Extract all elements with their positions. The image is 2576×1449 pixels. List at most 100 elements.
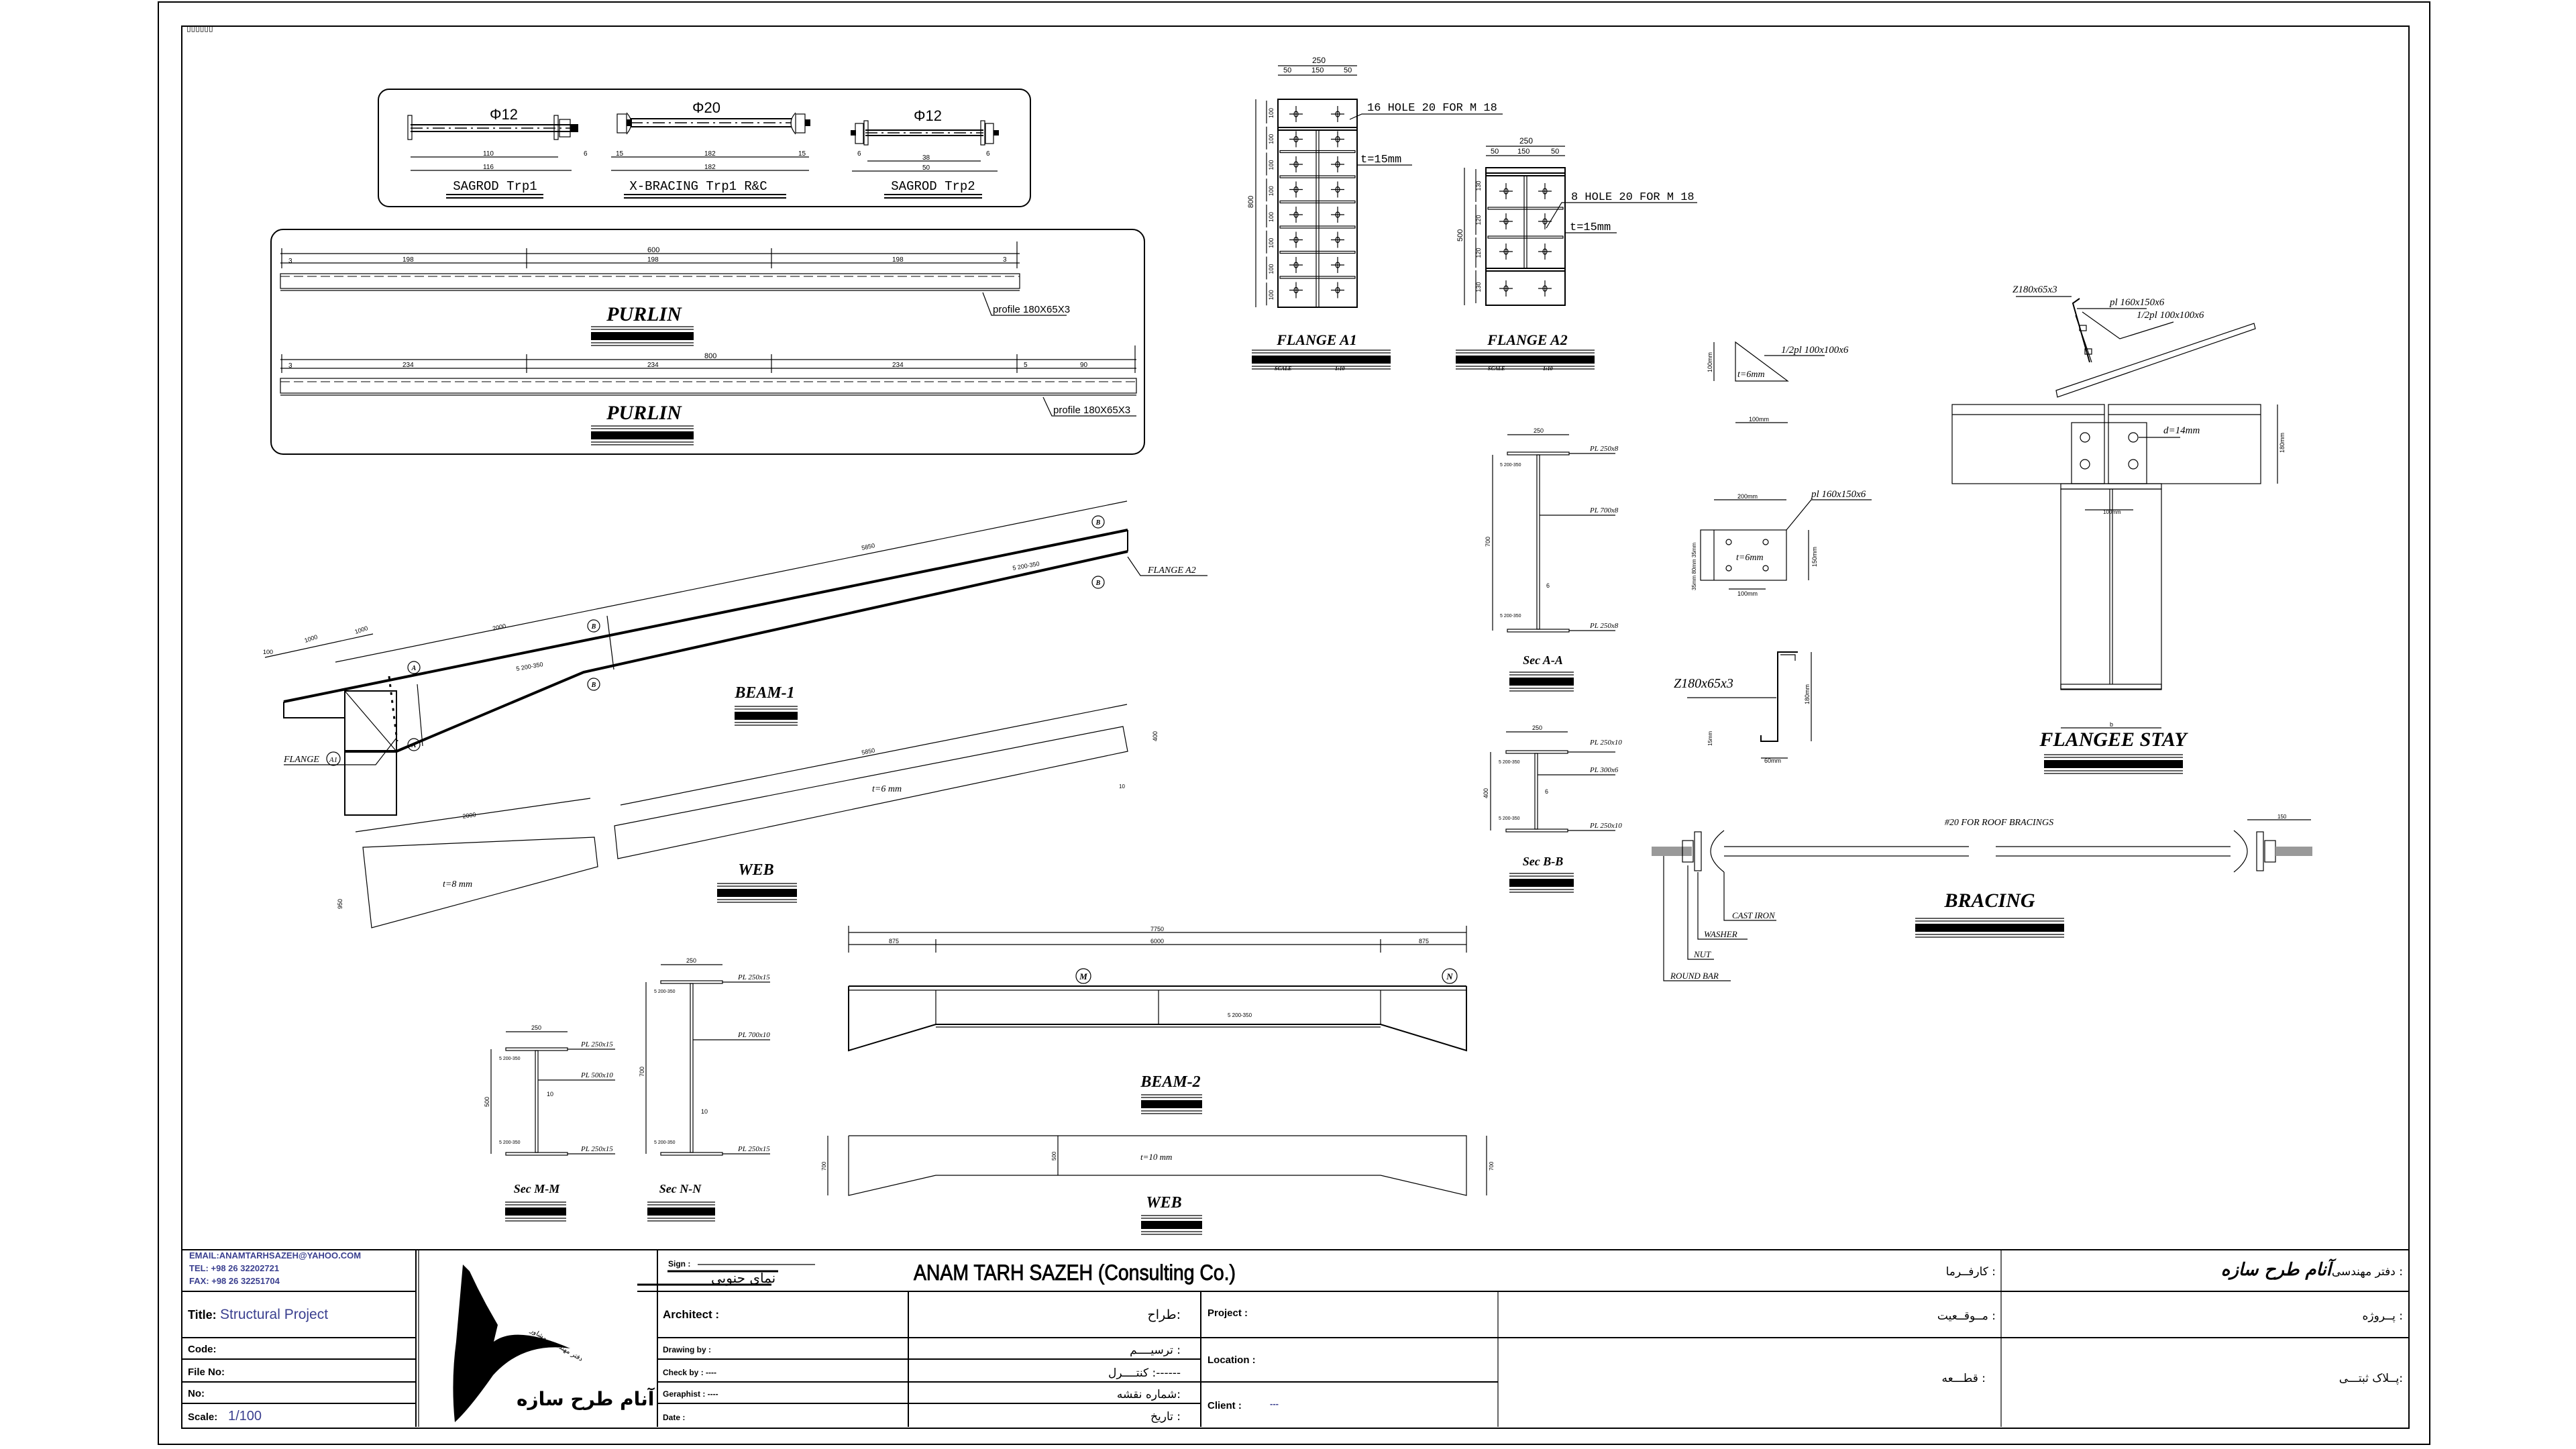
dim: 38 xyxy=(922,154,930,162)
client-label: Client : xyxy=(1208,1400,1242,1411)
dim: 250 xyxy=(686,957,696,964)
connection-plate-detail: t=6mm 200mm pl 160x150x6 150mm 100mm 35m… xyxy=(1691,489,1872,597)
sec-mm-web-plate: PL 500x10 xyxy=(580,1071,613,1079)
fa-location: مــوقــعیت : xyxy=(1937,1309,1996,1323)
fa-office-name: آنام طرح سازه xyxy=(2221,1258,2337,1280)
section-n-n: 250 700 10 5 200-350 5 200-350 PL 250x15… xyxy=(639,957,770,1195)
dim: 200mm xyxy=(1737,493,1758,500)
title-underline-bar xyxy=(735,712,798,720)
weld-symbol: 5 200-350 xyxy=(1500,463,1521,468)
sec-aa-bottom-plate: PL 250x8 xyxy=(1589,622,1619,630)
client-value: --- xyxy=(1270,1399,1279,1409)
dim: 15mm xyxy=(1707,731,1713,746)
washer-label: WASHER xyxy=(1704,929,1737,939)
sagrod1-diameter: Φ12 xyxy=(490,106,518,123)
bolt-hole xyxy=(1503,188,1509,195)
section-mark-label: A xyxy=(411,665,417,672)
dim: 500 xyxy=(484,1097,490,1107)
web1-thickness-large: t=6 mm xyxy=(872,784,902,794)
sec-aa-top-plate: PL 250x8 xyxy=(1589,445,1619,453)
flange-a2-thickness: t=15mm xyxy=(1570,221,1611,234)
stiffener xyxy=(1487,207,1564,210)
flange-a1-tag: A1 xyxy=(329,756,337,764)
dim: 250 xyxy=(1519,136,1533,146)
dim: 500 xyxy=(1456,229,1464,241)
bolt-hole xyxy=(1335,136,1340,143)
fax: FAX: +98 26 32251704 xyxy=(189,1276,280,1286)
fa-designer: طراح: xyxy=(1147,1307,1181,1322)
fa-date: تاریخ : xyxy=(1150,1410,1181,1424)
purlin-panel: 600 3 198 198 198 3 profile 180X65X3 PUR… xyxy=(270,229,1145,455)
dim: 130 xyxy=(1475,282,1482,292)
dim: 50 xyxy=(1551,148,1559,156)
section-mark xyxy=(1091,576,1105,589)
section-b-b: 250 400 6 5 200-350 5 200-350 PL 250x10 … xyxy=(1483,724,1622,868)
bracing-note: #20 FOR ROOF BRACINGS xyxy=(1945,818,2053,828)
bolt-hole xyxy=(1542,188,1548,195)
bolt-hole xyxy=(1335,211,1340,218)
section-m-m: 250 500 10 5 200-350 5 200-350 PL 250x15… xyxy=(484,1024,615,1195)
stay-z-label: Z180x65x3 xyxy=(2012,284,2057,295)
bolt-hole xyxy=(1335,286,1340,294)
purlin2-title: PURLIN xyxy=(606,402,682,424)
dim: 150 xyxy=(1517,148,1529,156)
purlin2-profile: profile 180X65X3 xyxy=(1053,405,1130,416)
stiffener xyxy=(1279,175,1356,178)
flange-a1-detail: 250 50 150 50 800 1001001001001001001001… xyxy=(1247,56,1503,372)
project-label: Project : xyxy=(1208,1307,1248,1319)
section-mark xyxy=(587,619,600,633)
dim: 250 xyxy=(531,1024,541,1031)
title-underline-bar xyxy=(1456,356,1595,364)
flangee-stay-title: FLANGEE STAY xyxy=(2039,729,2188,751)
weld-symbol: 5 200-350 xyxy=(1012,560,1040,572)
dim: 234 xyxy=(402,362,414,369)
section-mark xyxy=(407,738,421,751)
dim: 3 xyxy=(288,258,292,265)
scale-label: Scale: xyxy=(188,1411,217,1423)
beam2-title: BEAM-2 xyxy=(1140,1073,1200,1091)
stiffener xyxy=(1279,200,1356,204)
flange-a1-callout: FLANGE xyxy=(283,755,319,765)
dim: 400 xyxy=(1152,731,1159,741)
fa-control: کنتــــرل :------ xyxy=(1108,1366,1181,1380)
section-mark-n: N xyxy=(1446,971,1453,981)
bolt-hole xyxy=(1293,236,1299,244)
dim: 198 xyxy=(402,256,414,264)
fa-project: پــروژه : xyxy=(2362,1309,2403,1323)
dim: 120 xyxy=(1475,248,1482,258)
sec-nn-title: Sec N-N xyxy=(659,1182,702,1195)
sec-bb-top-plate: PL 250x10 xyxy=(1589,739,1622,747)
dim: 2000 xyxy=(492,623,506,632)
bolt-hole xyxy=(1335,262,1340,268)
dim: 100 xyxy=(1268,108,1275,118)
dim: 130 xyxy=(1475,180,1482,191)
dim: 875 xyxy=(889,938,899,945)
dim: 500 xyxy=(1051,1151,1057,1161)
bolt-hole xyxy=(1293,111,1299,117)
dim: 60mm xyxy=(1764,757,1781,764)
dim: 35mm 80mm 35mm xyxy=(1691,543,1697,590)
title-underline-bar xyxy=(1509,678,1574,686)
dim: 6 xyxy=(1546,582,1550,589)
purlin-2: 800 3 234 234 234 5 90 profile 180X65X3 … xyxy=(280,345,1137,424)
title-underline-bar xyxy=(591,332,694,340)
dim: 100 xyxy=(1268,264,1275,274)
title-underline-bar xyxy=(505,1208,566,1216)
section-mark-label: B xyxy=(591,623,596,631)
bolt-hole xyxy=(1335,186,1340,193)
sagrod2-title: SAGROD Trp2 xyxy=(891,179,975,194)
dim: 198 xyxy=(892,256,904,264)
dim: 3 xyxy=(288,362,292,370)
flange-a1-title: FLANGE A1 xyxy=(1276,331,1357,348)
sec-mm-top-plate: PL 250x15 xyxy=(580,1040,613,1049)
dim: 150 xyxy=(1311,66,1324,74)
title-underline-bar xyxy=(1141,1221,1202,1229)
flange-a1-holes-note: 16 HOLE 20 FOR M 18 xyxy=(1367,102,1497,115)
sagrod-panel: Φ12 110 116 6 SAGROD Trp1 Φ20 15 182 15 … xyxy=(378,89,1031,207)
dim: 100mm xyxy=(2103,509,2121,515)
sec-bb-bottom-plate: PL 250x10 xyxy=(1589,822,1622,830)
section-mark xyxy=(587,678,600,691)
z-section-detail: Z180x65x3 180mm 60mm 15mm xyxy=(1674,651,1812,764)
inner-frame xyxy=(181,25,2410,1429)
plate-label: pl 160x150x6 xyxy=(1811,489,1866,500)
